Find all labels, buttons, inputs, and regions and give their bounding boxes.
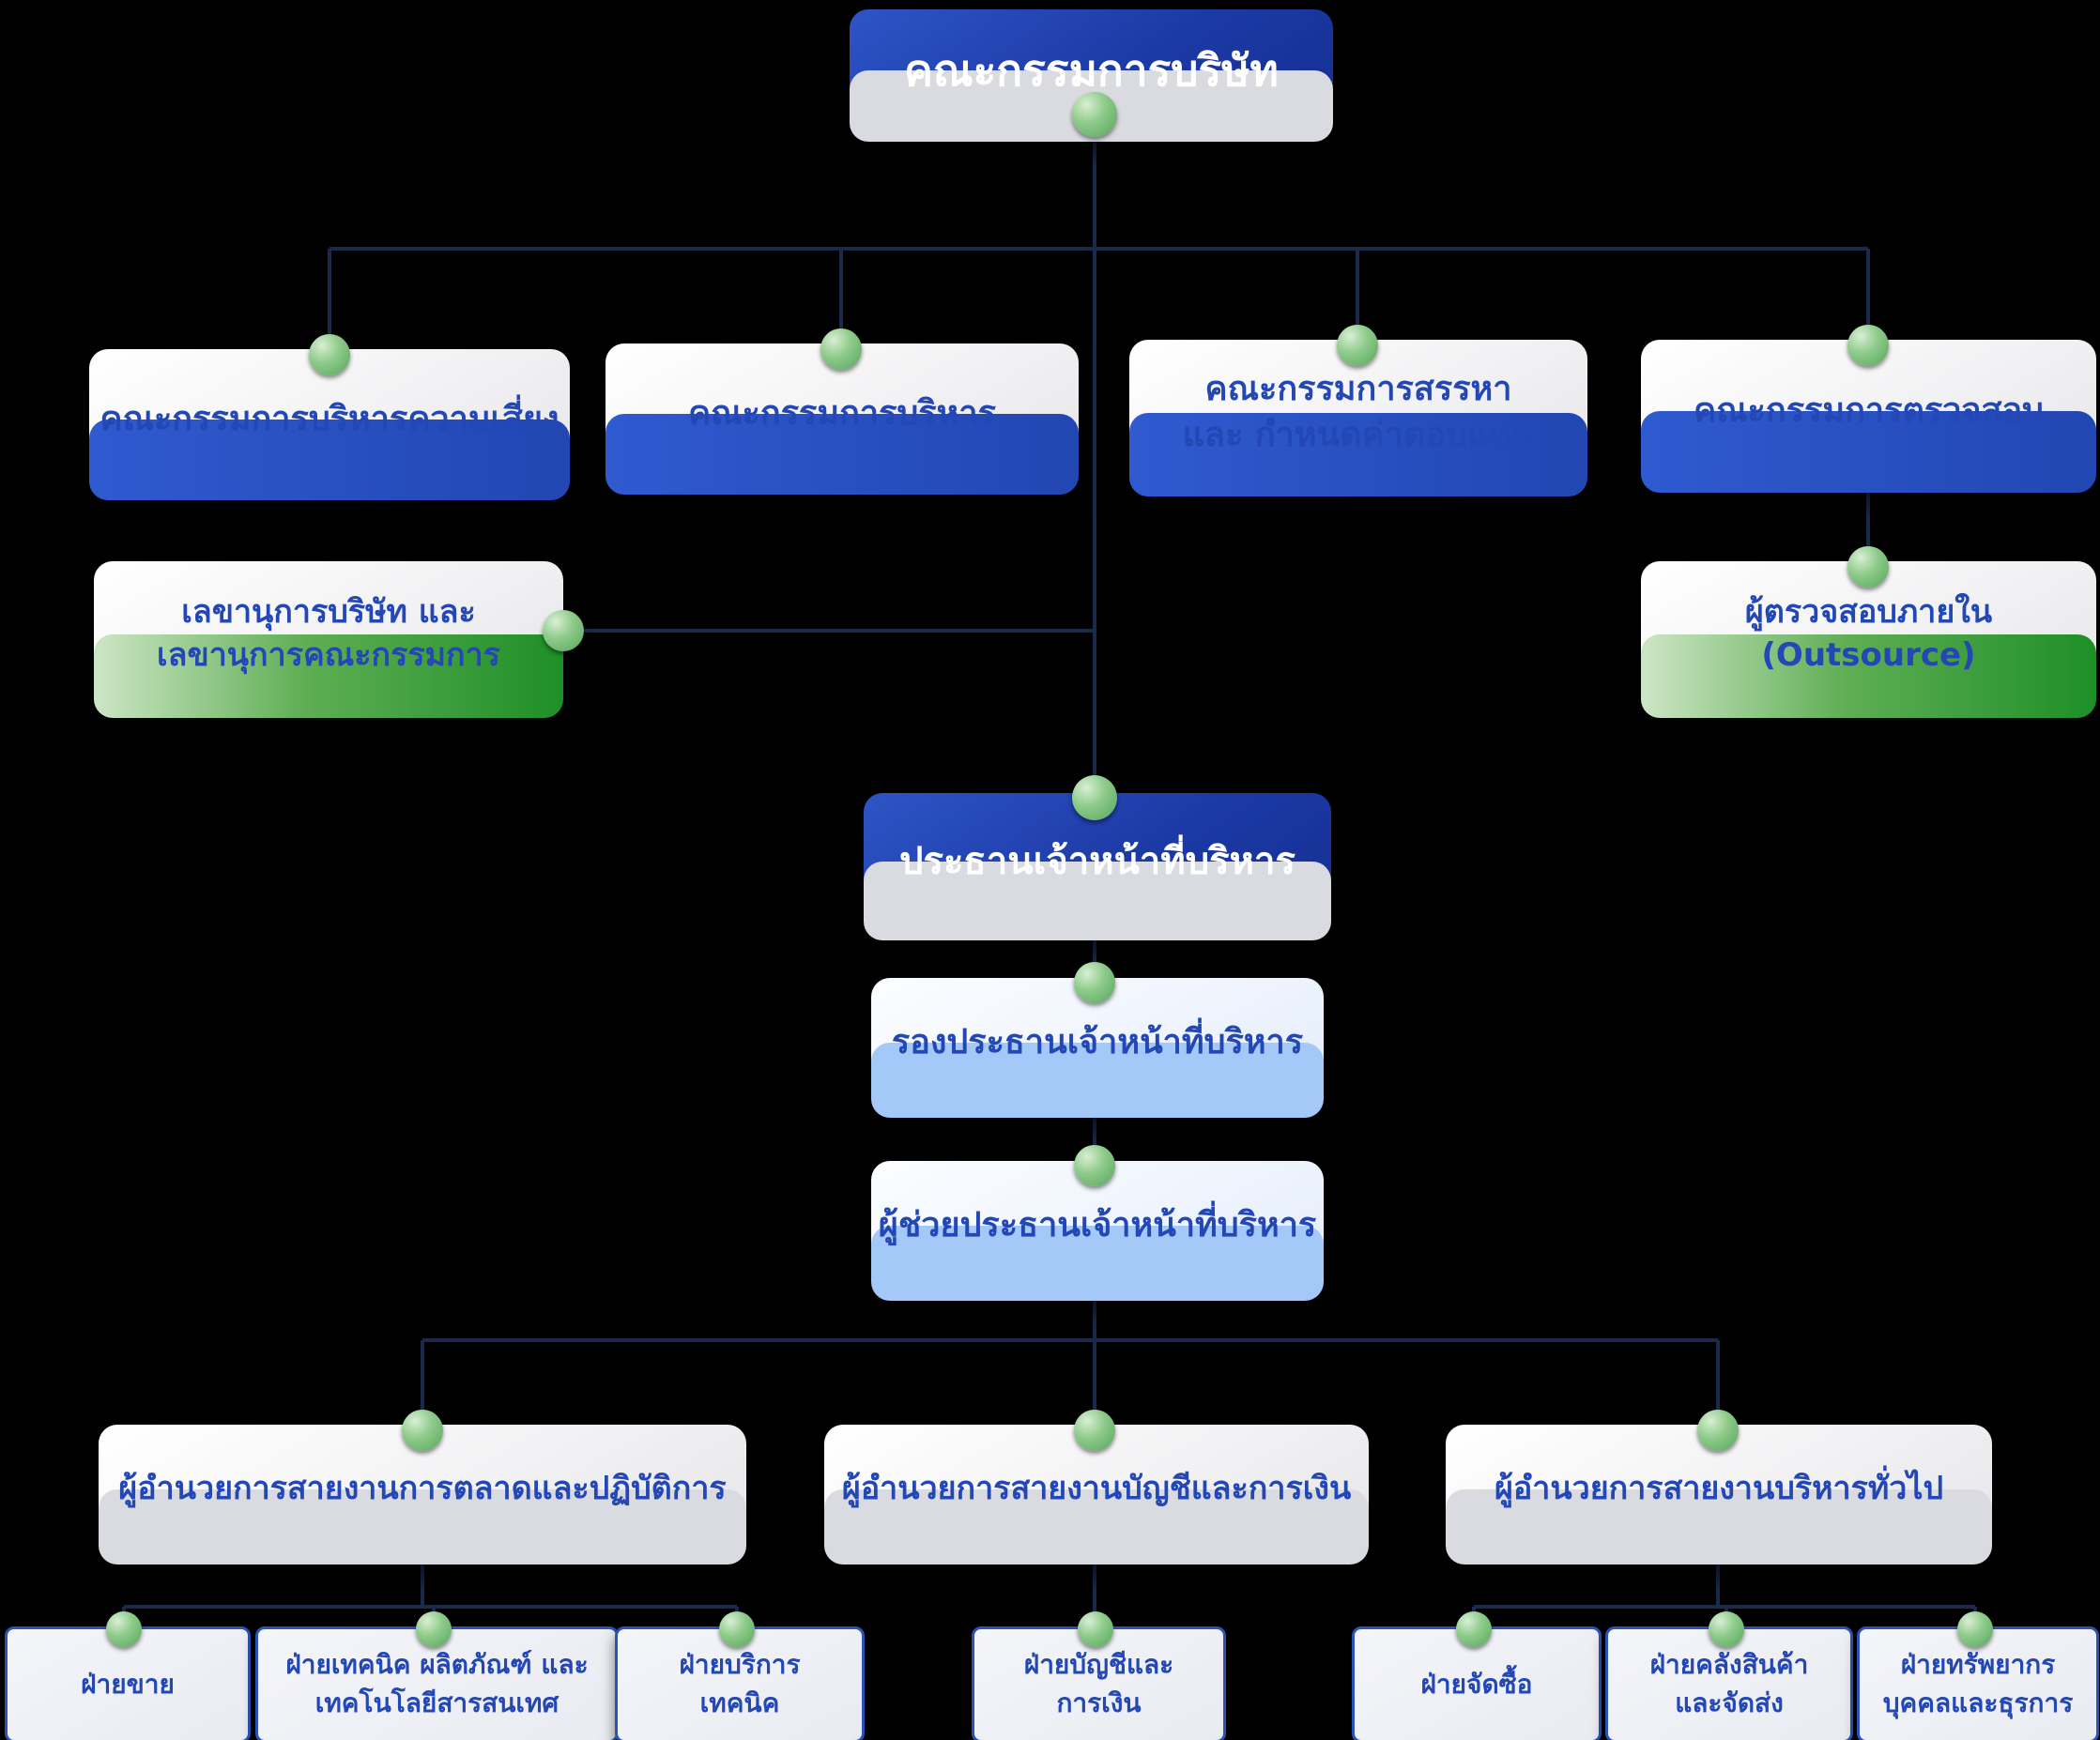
connector-dot [1697,1410,1739,1451]
ceo-label: ประธานเจ้าหน้าที่บริหาร [899,840,1295,883]
company-secretary-box: เลขานุการบริษัท และ เลขานุการคณะกรรมการ [94,561,563,718]
internal-auditor-box: ผู้ตรวจสอบภายใน (Outsource) [1641,561,2096,718]
connector-dot [416,1611,452,1647]
accounting-finance-department-label-line2: การเงิน [1056,1687,1142,1718]
connector-dot [1847,325,1889,366]
connector-dot [1074,1410,1115,1451]
ceo-box: ประธานเจ้าหน้าที่บริหาร [864,793,1331,940]
audit-committee-label: คณะกรรมการตรวจสอบ [1694,390,2044,430]
connector-dot [1074,962,1115,1003]
accounting-finance-department-label-line1: ฝ่ายบัญชีและ [1023,1649,1174,1681]
connector-dot [1078,1611,1113,1647]
director-marketing-operations-label: ผู้อำนวยการสายงานการตลาดและปฏิบัติการ [118,1470,727,1508]
assistant-ceo-box: ผู้ช่วยประธานเจ้าหน้าที่บริหาร [871,1161,1324,1301]
assistant-ceo-label: ผู้ช่วยประธานเจ้าหน้าที่บริหาร [878,1205,1317,1244]
connector-dot [309,334,350,375]
connector-dot [1709,1611,1744,1647]
connector-dot [1337,325,1378,366]
director-general-admin-box: ผู้อำนวยการสายงานบริหารทั่วไป [1446,1425,1992,1564]
internal-auditor-label-line1: ผู้ตรวจสอบภายใน [1744,593,1993,632]
connector-dot [1072,775,1117,820]
connector-dot [1957,1611,1993,1647]
deputy-ceo-label: รองประธานเจ้าหน้าที่บริหาร [891,1022,1304,1061]
connector-dot [106,1611,142,1647]
warehouse-delivery-department-label-line1: ฝ่ายคลังสินค้า [1649,1649,1809,1681]
board-of-directors-label: คณะกรรมการบริษัท [904,44,1279,96]
internal-auditor-label-line2: (Outsource) [1761,636,1976,674]
director-general-admin-label: ผู้อำนวยการสายงานบริหารทั่วไป [1494,1470,1944,1508]
technical-product-it-department-label-line2: เทคโนโลยีสารสนเทศ [314,1687,559,1718]
nomination-remuneration-committee-label-line1: คณะกรรมการสรรหา [1204,370,1512,409]
nomination-remuneration-committee-label-line2: และ กำหนดค่าตอบแทน [1182,416,1535,454]
purchasing-department-label: ฝ่ายจัดซื้อ [1420,1668,1533,1700]
connector-dot [820,328,862,370]
connector-dot [543,610,584,651]
risk-management-committee-label: คณะกรรมการบริหารความเสี่ยง [100,399,559,438]
executive-committee-label: คณะกรรมการบริหาร [688,393,996,433]
technical-product-it-department-label-line1: ฝ่ายเทคนิค ผลิตภัณฑ์ และ [285,1649,589,1681]
connector-dot [1456,1611,1492,1647]
technical-product-it-department-box: ฝ่ายเทคนิค ผลิตภัณฑ์ และ เทคโนโลยีสารสนเ… [255,1626,619,1740]
company-secretary-label-line2: เลขานุการคณะกรรมการ [157,636,500,674]
warehouse-delivery-department-box: ฝ่ายคลังสินค้า และจัดส่ง [1605,1626,1853,1740]
connector-dot [719,1611,755,1647]
technical-service-department-label-line1: ฝ่ายบริการ [679,1649,801,1681]
hr-admin-department-label-line2: บุคคลและธุรการ [1882,1687,2074,1718]
technical-service-department-label-line2: เทคนิค [699,1687,780,1718]
warehouse-delivery-department-label-line2: และจัดส่ง [1675,1687,1784,1718]
sales-department-label: ฝ่ายขาย [81,1668,175,1700]
connector-dot [1074,1145,1115,1186]
company-secretary-label-line1: เลขานุการบริษัท และ [181,593,476,632]
director-accounting-finance-label: ผู้อำนวยการสายงานบัญชีและการเงิน [841,1470,1352,1508]
risk-management-committee-box: คณะกรรมการบริหารความเสี่ยง [89,349,570,500]
hr-admin-department-label-line1: ฝ่ายทรัพยากร [1900,1649,2056,1681]
connector-dot [402,1410,443,1451]
connector-dot [1847,546,1889,588]
connector-dot [1072,92,1117,137]
director-marketing-operations-box: ผู้อำนวยการสายงานการตลาดและปฏิบัติการ [99,1425,746,1564]
